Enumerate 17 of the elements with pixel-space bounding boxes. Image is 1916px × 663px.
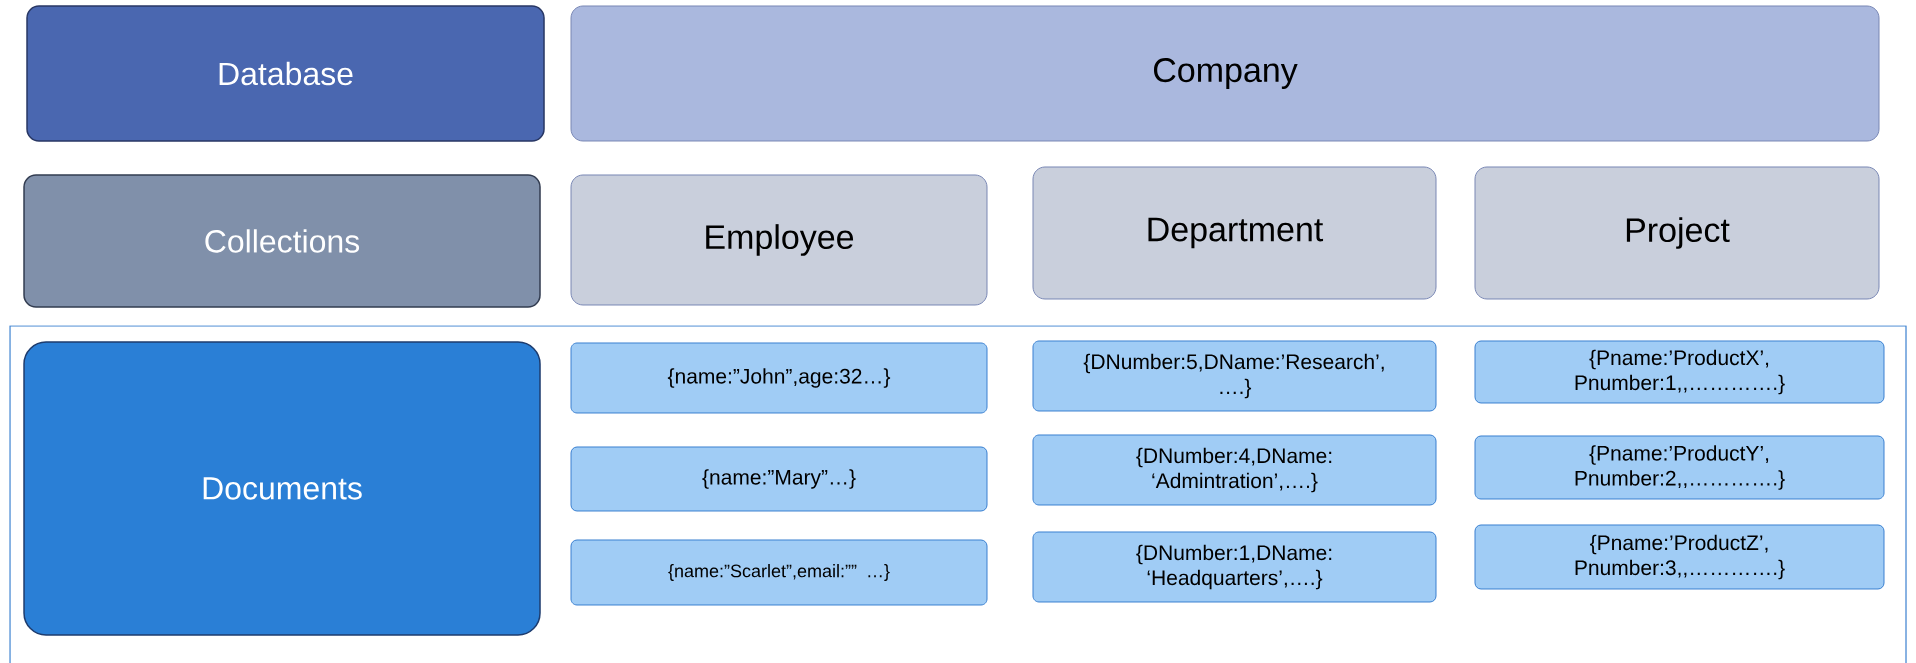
document-box: {DNumber:4,DName: ‘Admintration’,….} <box>1032 434 1437 506</box>
collections-label-box: Collections <box>23 174 541 308</box>
documents-label-box: Documents <box>23 341 541 636</box>
document-box: {Pname:’ProductZ’, Pnumber:3,,………….} <box>1474 524 1885 590</box>
document-box: {Pname:’ProductX’, Pnumber:1,,………….} <box>1474 340 1885 404</box>
documents-frame <box>9 325 1907 663</box>
document-box: {DNumber:5,DName:’Research’, ….} <box>1032 340 1437 412</box>
collection-box: Project <box>1474 166 1880 300</box>
document-box: {DNumber:1,DName: ‘Headquarters’,….} <box>1032 531 1437 603</box>
database-box: Company <box>570 5 1880 142</box>
document-box: {name:”John”,age:32…} <box>570 342 988 414</box>
collection-box: Department <box>1032 166 1437 300</box>
database-label-box: Database <box>26 5 545 142</box>
document-box: {Pname:’ProductY’, Pnumber:2,,………….} <box>1474 435 1885 500</box>
document-box: {name:”Mary”…} <box>570 446 988 512</box>
collection-box: Employee <box>570 174 988 306</box>
document-box: {name:”Scarlet”,email:”” …} <box>570 539 988 606</box>
